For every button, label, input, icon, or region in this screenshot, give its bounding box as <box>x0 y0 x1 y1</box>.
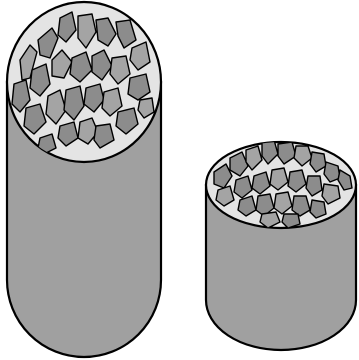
short-cylinder <box>206 140 356 350</box>
pore-grain <box>310 200 326 218</box>
tall-cylinder <box>7 2 161 357</box>
